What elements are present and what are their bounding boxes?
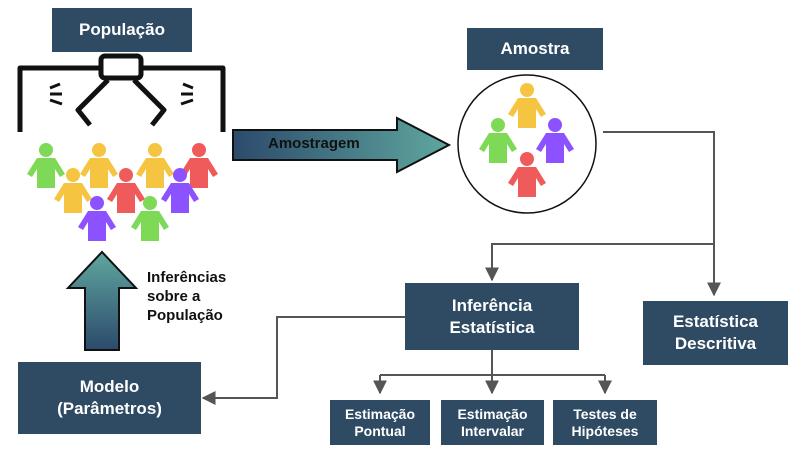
- modelo-box: Modelo (Parâmetros): [18, 362, 201, 434]
- amostragem-label: Amostragem: [268, 135, 360, 152]
- connectors: [201, 131, 721, 405]
- sample-circle: [457, 74, 597, 214]
- person-icon: [180, 143, 218, 188]
- connector-to-inferencia: [485, 243, 714, 282]
- descritiva-line1: Estatística: [672, 312, 759, 331]
- inferencia-line2: Estatística: [449, 317, 535, 337]
- testes-line1: Testes de: [573, 405, 637, 422]
- person-icon: [27, 143, 65, 188]
- amostra-box: Amostra: [467, 28, 603, 70]
- population-crowd: [27, 143, 218, 241]
- estimacao-intervalar-box: Estimação Intervalar: [441, 400, 544, 445]
- testes-hipoteses-box: Testes de Hipóteses: [553, 400, 657, 445]
- connector-to-descritiva: [603, 131, 721, 297]
- amostragem-arrow: [232, 116, 452, 174]
- inferencia-line1: Inferência: [451, 295, 533, 315]
- testes-line2: Hipóteses: [571, 422, 639, 439]
- inferencia-estatistica-box: Inferência Estatística: [405, 283, 579, 350]
- intervalar-line2: Intervalar: [460, 422, 525, 439]
- person-icon: [131, 196, 169, 241]
- inferencias-line3: População: [147, 307, 223, 324]
- populacao-box: População: [52, 8, 192, 52]
- person-icon: [78, 196, 116, 241]
- inferencias-line1: Inferências: [147, 269, 227, 286]
- estatistica-descritiva-box: Estatística Descritiva: [643, 301, 788, 365]
- pontual-line2: Pontual: [354, 422, 406, 439]
- connector-to-modelo: [201, 316, 405, 405]
- modelo-line2: (Parâmetros): [57, 399, 162, 418]
- descritiva-line2: Descritiva: [674, 334, 757, 353]
- estimacao-pontual-box: Estimação Pontual: [330, 400, 430, 445]
- intervalar-line1: Estimação: [457, 405, 528, 422]
- person-icon: [136, 143, 174, 188]
- pontual-line1: Estimação: [344, 405, 416, 422]
- inferencias-label: Inferências sobre a População: [147, 268, 226, 325]
- person-icon: [80, 143, 118, 188]
- inferencias-line2: sobre a: [147, 288, 201, 305]
- amostra-label: Amostra: [500, 39, 570, 58]
- modelo-line1: Modelo: [79, 377, 140, 396]
- claw-icon: [17, 53, 226, 132]
- populacao-label: População: [79, 20, 165, 39]
- inferences-up-arrow: [65, 250, 139, 351]
